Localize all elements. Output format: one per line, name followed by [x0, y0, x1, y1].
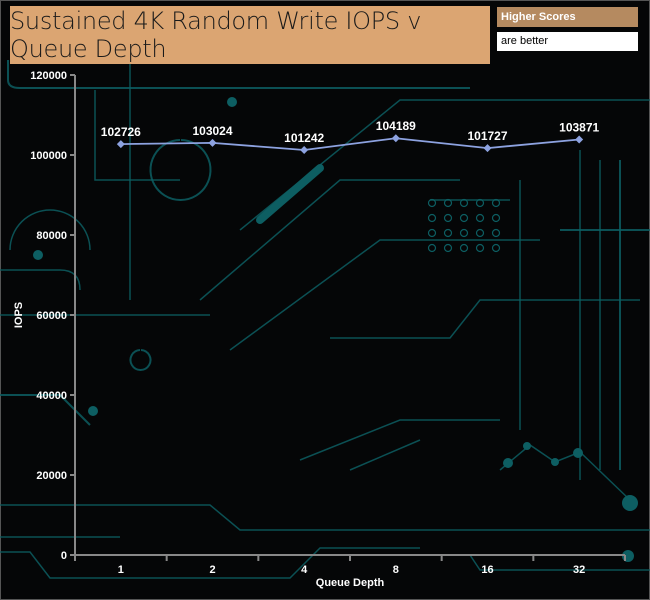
circuit-trace — [0, 394, 91, 426]
x-tick-label: 8 — [393, 564, 399, 576]
circuit-pad — [475, 198, 485, 208]
chart-title: Sustained 4K Random Write IOPS v Queue D… — [10, 7, 422, 63]
circuit-pad — [427, 243, 437, 253]
data-label: 103024 — [192, 124, 232, 138]
data-point — [575, 135, 584, 144]
circuit-node — [551, 458, 559, 466]
circuit-pad — [443, 243, 453, 253]
circuit-node — [503, 458, 513, 468]
chart-title-box: Sustained 4K Random Write IOPS v Queue D… — [10, 6, 490, 64]
circuit-pad — [475, 228, 485, 238]
circuit-node — [523, 442, 531, 450]
data-point — [483, 144, 492, 153]
data-label: 102726 — [101, 125, 141, 139]
data-point — [391, 134, 400, 143]
x-tick-label: 2 — [209, 564, 215, 576]
circuit-pad — [427, 198, 437, 208]
circuit-trace — [256, 164, 324, 224]
legend-are-better: are better — [497, 32, 638, 51]
circuit-pad — [459, 228, 469, 238]
circuit-pad — [443, 213, 453, 223]
circuit-pad — [475, 213, 485, 223]
data-point — [208, 138, 217, 147]
data-label: 103871 — [559, 121, 599, 135]
circuit-pad — [427, 228, 437, 238]
y-tick-label: 60000 — [36, 310, 67, 322]
y-tick-label: 40000 — [36, 390, 67, 402]
y-tick-label: 80000 — [36, 230, 67, 242]
series-line — [120, 137, 580, 151]
circuit-trace — [469, 554, 650, 571]
circuit-pad — [427, 213, 437, 223]
circuit-pad — [491, 243, 501, 253]
y-tick-label: 0 — [61, 550, 67, 562]
x-tick-label: 1 — [118, 564, 124, 576]
circuit-node — [33, 250, 43, 260]
x-tick-label: 32 — [573, 564, 585, 576]
circuit-trace — [299, 419, 500, 461]
circuit-trace — [199, 179, 460, 301]
circuit-node — [88, 406, 98, 416]
x-tick-label: 4 — [301, 564, 308, 576]
data-point — [300, 146, 309, 155]
circuit-trace — [129, 349, 152, 371]
circuit-trace — [0, 504, 650, 531]
x-axis-label: Queue Depth — [316, 577, 385, 589]
circuit-trace — [9, 209, 91, 251]
circuit-trace — [229, 239, 540, 351]
y-tick-label: 20000 — [36, 470, 67, 482]
circuit-trace — [349, 439, 421, 471]
circuit-pad — [475, 243, 485, 253]
circuit-trace — [0, 547, 420, 579]
circuit-node — [622, 495, 638, 511]
circuit-pad — [459, 213, 469, 223]
circuit-pad — [443, 198, 453, 208]
data-point — [116, 140, 125, 149]
circuit-trace — [149, 139, 212, 201]
circuit-pad — [459, 243, 469, 253]
y-axis-label: IOPS — [13, 302, 25, 328]
data-label: 101242 — [284, 131, 324, 145]
circuit-pad — [491, 213, 501, 223]
circuit-trace — [0, 269, 81, 291]
circuit-pad — [443, 228, 453, 238]
circuit-trace — [7, 60, 470, 89]
circuit-node — [227, 97, 237, 107]
y-tick-label: 120000 — [30, 70, 67, 82]
y-tick-label: 100000 — [30, 150, 67, 162]
circuit-trace — [330, 299, 640, 339]
data-label: 101727 — [467, 129, 507, 143]
circuit-pad — [491, 228, 501, 238]
legend-higher-scores: Higher Scores — [497, 7, 638, 27]
circuit-pad — [491, 198, 501, 208]
data-label: 104189 — [376, 119, 416, 133]
x-tick-label: 16 — [481, 564, 493, 576]
circuit-pad — [459, 198, 469, 208]
circuit-node — [573, 448, 583, 458]
